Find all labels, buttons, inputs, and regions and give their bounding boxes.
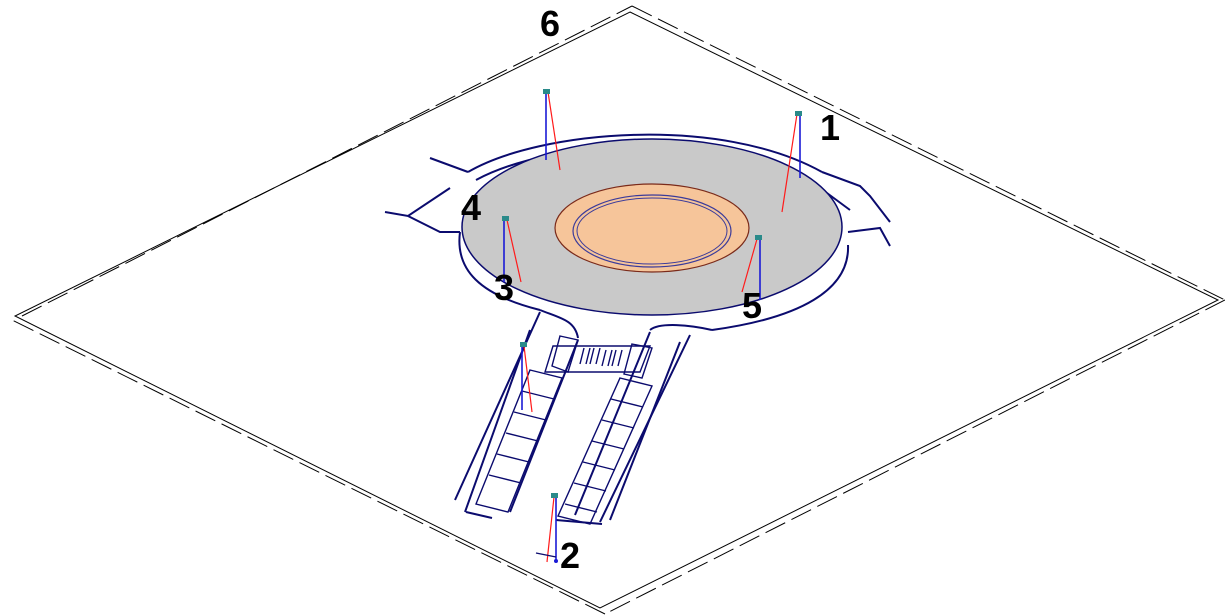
view-label-4: 4 [461,187,482,228]
central-island [554,183,750,273]
right-approach-top [821,171,891,223]
south-end-left [465,511,493,519]
light-poles [502,89,802,563]
south-median-right [574,331,651,516]
south-road-right-edge [649,324,713,331]
south-end-right [555,519,603,525]
south-median-left [509,339,579,513]
right-bay-outline [557,377,653,525]
south-road-left-edge [539,309,579,339]
view-label-3: 3 [494,267,515,308]
ground-plane-outline [13,11,1220,609]
outer-ring-left [458,231,541,311]
light-pole-top-right [781,111,802,213]
light-pole-south-lower [535,493,558,563]
left-approach-bottom [407,215,460,233]
left-approach-top [429,157,469,173]
view-label-1: 1 [820,107,841,148]
parking-bays [475,369,653,525]
outer-ring-top [467,133,823,173]
light-pole-south-upper [520,342,533,413]
road-outlines [384,133,891,525]
left-approach-mid [384,187,451,218]
light-pole-left [502,216,522,283]
left-bay-outline [475,369,563,513]
right-approach-bottom [847,226,891,247]
outer-ring-right [711,244,850,331]
light-pole-top-left [543,89,561,171]
south-left-inner [464,329,531,513]
south-right-inner [609,341,681,521]
view-label-6: 6 [540,3,561,44]
ground-plane-dashed-edges [7,5,1225,615]
light-pole-right [741,235,762,300]
view-label-5: 5 [742,285,763,326]
pedestrian-crossing [544,335,653,379]
view-label-2: 2 [560,535,581,576]
